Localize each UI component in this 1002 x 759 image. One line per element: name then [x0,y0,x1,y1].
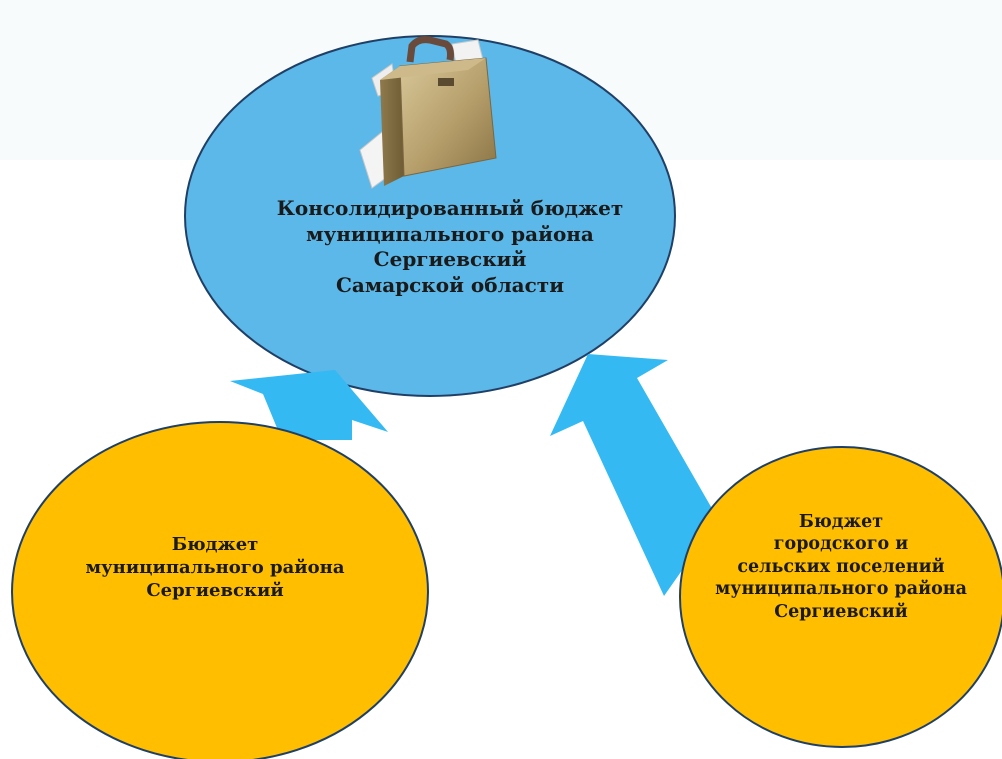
consolidated-budget-circle [184,35,676,397]
settlements-budget-line: Бюджет [798,512,884,532]
district-budget-circle [11,421,429,759]
consolidated-budget-line: муниципального района [306,221,594,246]
district-budget-line: Бюджет [171,534,259,555]
settlements-budget-line: Сергиевский [774,601,908,622]
consolidated-budget-line: Сергиевский [373,247,527,272]
consolidated-budget-line: Самарской области [335,272,565,297]
consolidated-budget-label: Консолидированный бюджет муниципального … [210,196,690,298]
settlements-budget-circle [679,446,1002,748]
consolidated-budget-line: Консолидированный бюджет [276,196,624,220]
district-budget-line: муниципального района [85,557,345,579]
settlements-budget-line: городского и [773,534,909,555]
district-budget-line: Сергиевский [146,580,284,602]
arrow-left [230,370,388,440]
briefcase-icon [359,36,497,189]
settlements-budget-line: муниципального района [715,579,967,600]
settlements-budget-label: Бюджет городского и сельских поселений м… [680,511,1002,623]
district-budget-label: Бюджет муниципального района Сергиевский [40,533,390,602]
arrow-right [550,354,718,596]
settlements-budget-line: сельских поселений [737,556,945,577]
